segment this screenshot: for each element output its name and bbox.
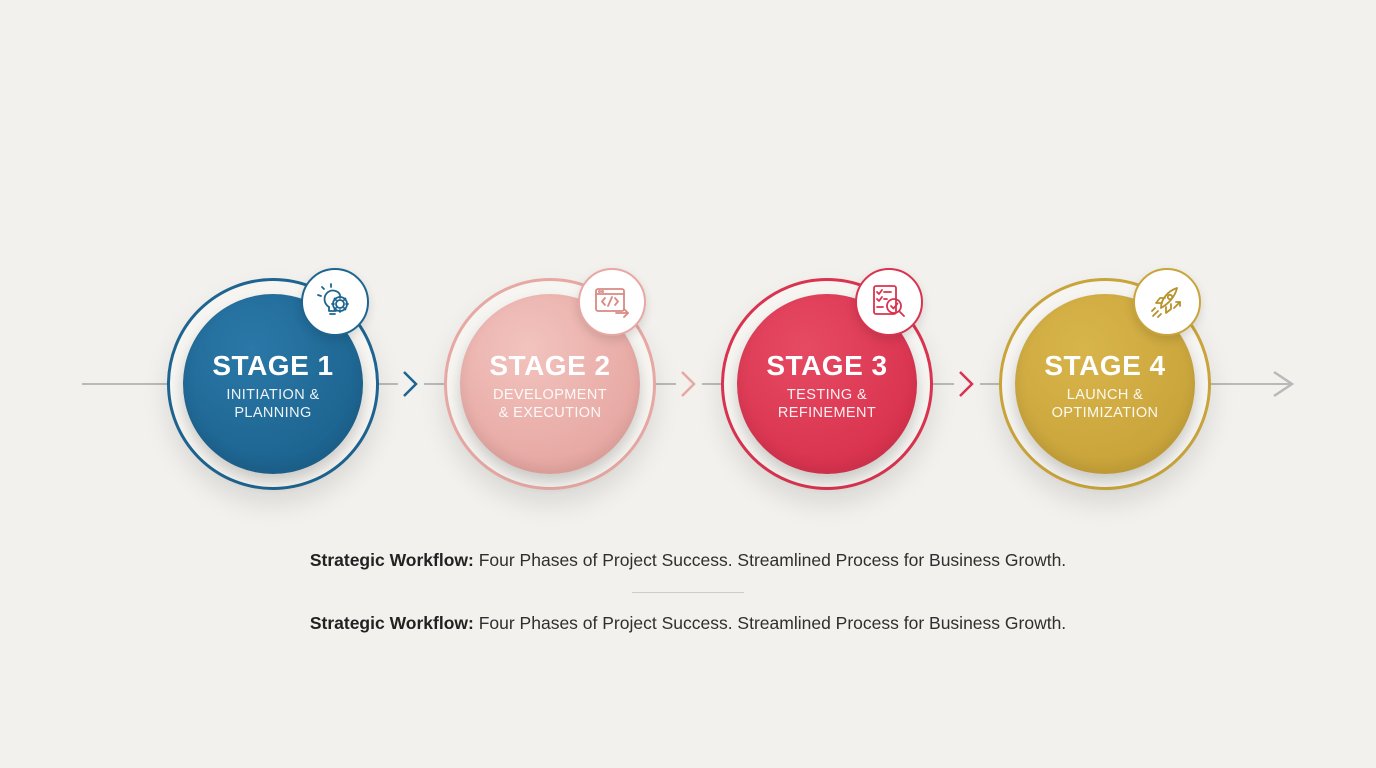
arrow-3-icon: [959, 371, 974, 397]
arrow-2-icon: [681, 371, 696, 397]
stage-1-disc: STAGE 1 INITIATION & PLANNING: [183, 294, 363, 474]
stage-4-badge: [1133, 268, 1201, 336]
code-window-icon: [595, 288, 629, 318]
stage-2-node: STAGE 2 DEVELOPMENT & EXECUTION: [444, 268, 656, 490]
stage-1-node: STAGE 1 INITIATION & PLANNING: [167, 268, 379, 490]
caption-primary: Strategic Workflow: Four Phases of Proje…: [0, 550, 1376, 571]
stage-2-subtitle: DEVELOPMENT & EXECUTION: [493, 387, 607, 421]
caption-primary-text: Four Phases of Project Success. Streamli…: [473, 550, 1067, 570]
caption-secondary-text: Four Phases of Project Success. Streamli…: [473, 613, 1067, 633]
stage-1-badge: [301, 268, 369, 336]
stage-4-title: STAGE 4: [1044, 350, 1166, 381]
stage-2-disc: STAGE 2 DEVELOPMENT & EXECUTION: [460, 294, 640, 474]
caption-secondary-bold: Strategic Workflow:: [309, 613, 474, 633]
caption-secondary: Strategic Workflow: Four Phases of Proje…: [0, 613, 1376, 634]
stage-3-node: STAGE 3 TESTING & REFINEMENT: [721, 268, 933, 490]
caption-primary-bold: Strategic Workflow:: [309, 550, 474, 570]
stage-2-badge: [578, 268, 646, 336]
stage-1-title: STAGE 1: [212, 350, 334, 381]
checklist-magnifier-icon: [873, 285, 905, 317]
arrow-1-icon: [403, 371, 418, 397]
stage-3-title: STAGE 3: [766, 350, 888, 381]
stage-3-disc: STAGE 3 TESTING & REFINEMENT: [737, 294, 917, 474]
stage-4-node: STAGE 4 LAUNCH & OPTIMIZATION: [999, 268, 1211, 490]
stage-3-badge: [855, 268, 923, 336]
stage-2-title: STAGE 2: [489, 350, 611, 381]
caption-divider: [632, 592, 744, 593]
stage-4-subtitle: LAUNCH & OPTIMIZATION: [1051, 387, 1159, 421]
rocket-icon: [1151, 287, 1181, 318]
stage-1-subtitle: INITIATION & PLANNING: [226, 387, 320, 421]
arrow-end-icon: [1273, 370, 1295, 398]
lightbulb-gear-icon: [317, 283, 349, 315]
stage-3-subtitle: TESTING & REFINEMENT: [777, 387, 877, 421]
